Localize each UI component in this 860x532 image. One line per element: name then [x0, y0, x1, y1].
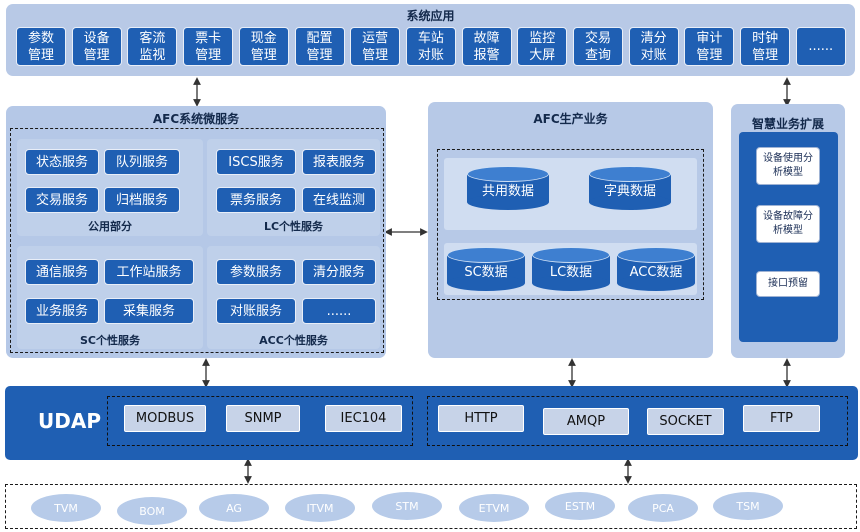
- udap-left-dashed: [107, 396, 413, 446]
- protocol-http[interactable]: HTTP: [438, 405, 524, 432]
- device-stm[interactable]: STM: [372, 492, 442, 520]
- device-pca[interactable]: PCA: [628, 494, 698, 522]
- system-app-1[interactable]: 设备管理: [71, 27, 122, 66]
- system-app-13[interactable]: 时钟管理: [740, 27, 791, 66]
- protocol-snmp[interactable]: SNMP: [226, 405, 300, 432]
- system-app-0[interactable]: 参数管理: [16, 27, 66, 66]
- acc-label: ACC个性服务: [259, 334, 328, 347]
- public-label: 公用部分: [88, 220, 132, 233]
- sc-btn-1[interactable]: 工作站服务: [104, 259, 194, 285]
- db-common-label: 共用数据: [481, 184, 534, 199]
- sc-btn-0[interactable]: 通信服务: [25, 259, 99, 285]
- lc-label: LC个性服务: [263, 220, 324, 233]
- system-app-5[interactable]: 配置管理: [294, 27, 345, 66]
- system-app-9[interactable]: 监控大屏: [517, 27, 568, 66]
- system-app-4[interactable]: 现金管理: [238, 27, 289, 66]
- system-app-12[interactable]: 审计管理: [684, 27, 735, 66]
- db-acc: ACC数据: [617, 247, 695, 291]
- acc-btn-3[interactable]: ......: [302, 298, 376, 324]
- afc-production-dashed: [437, 149, 704, 300]
- acc-btn-1[interactable]: 清分服务: [302, 259, 376, 285]
- protocol-ftp[interactable]: FTP: [743, 405, 820, 432]
- sc-label: SC个性服务: [80, 334, 140, 347]
- acc-btn-2[interactable]: 对账服务: [216, 298, 296, 324]
- protocol-amqp[interactable]: AMQP: [543, 408, 629, 435]
- public-btn-3[interactable]: 归档服务: [104, 187, 180, 213]
- system-app-6[interactable]: 运营管理: [350, 27, 401, 66]
- udap-label: UDAP: [38, 409, 101, 433]
- lc-btn-3[interactable]: 在线监测: [302, 187, 376, 213]
- afc-production-title: AFC生产业务: [533, 112, 608, 126]
- device-tvm[interactable]: TVM: [31, 494, 101, 522]
- db-lc: LC数据: [532, 247, 610, 291]
- devices-dashed: [5, 484, 857, 529]
- protocol-socket[interactable]: SOCKET: [647, 408, 724, 435]
- protocol-iec104[interactable]: IEC104: [325, 405, 402, 432]
- smart-ext-item-2[interactable]: 接口预留: [756, 271, 820, 297]
- device-estm[interactable]: ESTM: [545, 492, 615, 520]
- lc-btn-0[interactable]: ISCS服务: [216, 149, 296, 175]
- afc-micro-dashed: [10, 128, 384, 353]
- db-sc-label: SC数据: [464, 265, 508, 280]
- sc-btn-2[interactable]: 业务服务: [25, 298, 99, 324]
- device-bom[interactable]: BOM: [117, 497, 187, 525]
- system-app-11[interactable]: 清分对账: [628, 27, 679, 66]
- acc-btn-0[interactable]: 参数服务: [216, 259, 296, 285]
- device-tsm[interactable]: TSM: [713, 492, 783, 520]
- afc-production-panel: AFC生产业务: [428, 102, 713, 358]
- db-common: 共用数据: [467, 166, 549, 210]
- afc-micro-title: AFC系统微服务: [152, 112, 240, 126]
- sc-btn-3[interactable]: 采集服务: [104, 298, 194, 324]
- system-app-10[interactable]: 交易查询: [573, 27, 623, 66]
- device-ag[interactable]: AG: [199, 494, 269, 522]
- public-btn-0[interactable]: 状态服务: [25, 149, 99, 175]
- db-dictionary: 字典数据: [589, 166, 671, 210]
- udap-right-dashed: [427, 396, 848, 446]
- public-btn-2[interactable]: 交易服务: [25, 187, 99, 213]
- system-app-8[interactable]: 故障报警: [461, 27, 512, 66]
- db-dictionary-label: 字典数据: [603, 184, 656, 199]
- system-app-7[interactable]: 车站对账: [405, 27, 456, 66]
- lc-btn-1[interactable]: 报表服务: [302, 149, 376, 175]
- device-itvm[interactable]: ITVM: [285, 494, 355, 522]
- smart-ext-item-0[interactable]: 设备使用分析模型: [756, 147, 820, 185]
- lc-btn-2[interactable]: 票务服务: [216, 187, 296, 213]
- protocol-modbus[interactable]: MODBUS: [124, 405, 206, 432]
- public-btn-1[interactable]: 队列服务: [104, 149, 180, 175]
- system-apps-title: 系统应用: [406, 9, 455, 23]
- smart-ext-item-1[interactable]: 设备故障分析模型: [756, 205, 820, 243]
- system-app-14[interactable]: ......: [795, 27, 846, 66]
- smart-ext-title: 智慧业务扩展: [751, 117, 824, 131]
- db-lc-label: LC数据: [549, 265, 593, 280]
- db-sc: SC数据: [447, 247, 525, 291]
- db-acc-label: ACC数据: [629, 265, 683, 280]
- system-app-3[interactable]: 票卡管理: [183, 27, 234, 66]
- device-etvm[interactable]: ETVM: [459, 494, 529, 522]
- system-app-2[interactable]: 客流监视: [127, 27, 178, 66]
